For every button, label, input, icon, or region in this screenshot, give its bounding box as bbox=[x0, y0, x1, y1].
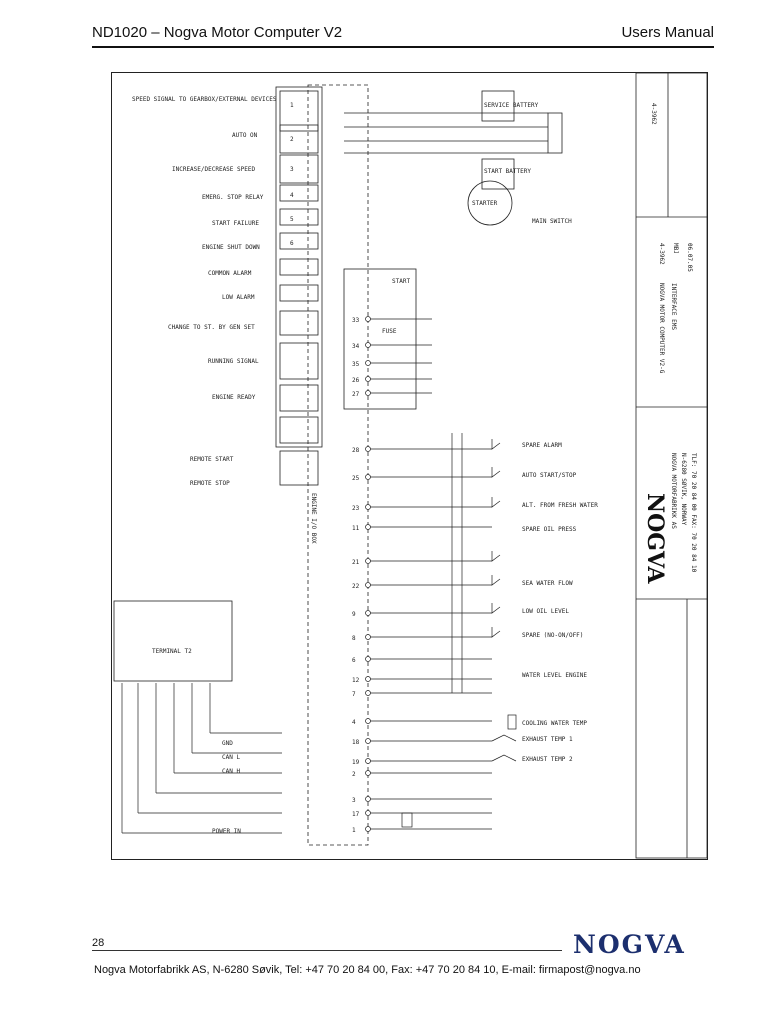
drawing-number: 4-3962 bbox=[650, 103, 657, 125]
box-label: START bbox=[392, 278, 410, 285]
terminal-number: 11 bbox=[352, 525, 360, 532]
signal-label: START FAILURE bbox=[212, 220, 259, 227]
signal-label: EXHAUST TEMP 2 bbox=[522, 756, 573, 763]
terminal-number: 6 bbox=[352, 657, 356, 664]
drawing-date: 06.07.05 bbox=[686, 243, 693, 272]
terminal-number: 9 bbox=[352, 611, 356, 618]
terminal-number: 27 bbox=[352, 391, 360, 398]
terminal-number: 28 bbox=[352, 447, 360, 454]
terminal-number: 33 bbox=[352, 317, 360, 324]
signal-label: CAN L bbox=[222, 754, 240, 761]
terminal-number: 4 bbox=[352, 719, 356, 726]
terminal-number: 19 bbox=[352, 759, 360, 766]
document-title: ND1020 – Nogva Motor Computer V2 bbox=[92, 24, 343, 41]
signal-label: LOW OIL LEVEL bbox=[522, 608, 569, 615]
terminal-number: 21 bbox=[352, 559, 360, 566]
terminal-number: 34 bbox=[352, 343, 360, 350]
signal-label: ENGINE SHUT DOWN bbox=[202, 244, 260, 251]
signal-label: INCREASE/DECREASE SPEED bbox=[172, 166, 255, 173]
company-line-3: TLF: 70 20 84 00 FAX: 70 20 84 10 bbox=[690, 453, 697, 573]
signal-label: REMOTE START bbox=[190, 456, 234, 463]
signal-label: POWER IN bbox=[212, 828, 241, 835]
signal-label: EMERG. STOP RELAY bbox=[202, 194, 264, 201]
terminal-number: 7 bbox=[352, 691, 356, 698]
terminal-number: 35 bbox=[352, 361, 360, 368]
signal-label: EXHAUST TEMP 1 bbox=[522, 736, 573, 743]
signal-label: LOW ALARM bbox=[222, 294, 255, 301]
signal-label: REMOTE STOP bbox=[190, 480, 230, 487]
box-label: START BATTERY bbox=[484, 168, 531, 175]
box-label: STARTER bbox=[472, 200, 498, 207]
signal-label: SEA WATER FLOW bbox=[522, 580, 573, 587]
relay-number: 2 bbox=[290, 136, 294, 143]
page-number: 28 bbox=[92, 937, 105, 949]
nogva-logo: NOGVA bbox=[573, 930, 686, 959]
footer-contact: Nogva Motorfabrikk AS, N-6280 Søvik, Tel… bbox=[94, 964, 641, 976]
wiring-diagram: SPEED SIGNAL TO GEARBOX/EXTERNAL DEVICES… bbox=[111, 72, 708, 860]
signal-label: SPEED SIGNAL TO GEARBOX/EXTERNAL DEVICES bbox=[132, 96, 277, 103]
signal-label: CHANGE TO ST. BY GEN SET bbox=[168, 324, 255, 331]
signal-label: AUTO ON bbox=[232, 132, 258, 139]
page-header: ND1020 – Nogva Motor Computer V2 Users M… bbox=[92, 24, 714, 48]
terminal-number: 22 bbox=[352, 583, 360, 590]
signal-label: AUTO START/STOP bbox=[522, 472, 577, 479]
box-label: SERVICE BATTERY bbox=[484, 102, 539, 109]
terminal-number: 3 bbox=[352, 797, 356, 804]
schematic-drawing: SPEED SIGNAL TO GEARBOX/EXTERNAL DEVICES… bbox=[113, 73, 707, 859]
company-line-1: NOGVA MOTORFABRIKK AS bbox=[670, 453, 677, 529]
drawing-title-line-1: NOGVA MOTOR COMPUTER V2-G bbox=[658, 283, 665, 374]
signal-label: WATER LEVEL ENGINE bbox=[522, 672, 587, 679]
terminal-number: 12 bbox=[352, 677, 360, 684]
relay-number: 3 bbox=[290, 166, 294, 173]
terminal-number: 2 bbox=[352, 771, 356, 778]
drawing-logo: NOGVA bbox=[642, 493, 668, 584]
signal-label: GND bbox=[222, 740, 233, 747]
signal-label: CAN H bbox=[222, 768, 240, 775]
signal-label: ENGINE READY bbox=[212, 394, 256, 401]
terminal-number: 25 bbox=[352, 475, 360, 482]
signal-label: ALT. FROM FRESH WATER bbox=[522, 502, 598, 509]
terminal-number: 17 bbox=[352, 811, 360, 818]
drawing-title-line-2: INTERFACE EMS bbox=[670, 283, 677, 330]
box-label: FUSE bbox=[382, 328, 397, 335]
relay-number: 1 bbox=[290, 102, 294, 109]
signal-label: COOLING WATER TEMP bbox=[522, 720, 587, 727]
section-title: Users Manual bbox=[621, 24, 714, 41]
terminal-number: 1 bbox=[352, 827, 356, 834]
signal-label: SPARE OIL PRESS bbox=[522, 526, 577, 533]
terminal-number: 23 bbox=[352, 505, 360, 512]
signal-label: COMMON ALARM bbox=[208, 270, 252, 277]
relay-number: 4 bbox=[290, 192, 294, 199]
drawing-number-2: 4-3962 bbox=[658, 243, 665, 265]
box-label: TERMINAL T2 bbox=[152, 648, 192, 655]
drawn-by: MBJ bbox=[672, 243, 679, 254]
terminal-number: 26 bbox=[352, 377, 360, 384]
signal-label: RUNNING SIGNAL bbox=[208, 358, 259, 365]
terminal-number: 18 bbox=[352, 739, 360, 746]
terminal-number: 8 bbox=[352, 635, 356, 642]
relay-number: 6 bbox=[290, 240, 294, 247]
company-line-2: N-6280 SØVIK, NORWAY bbox=[680, 453, 687, 526]
relay-number: 5 bbox=[290, 216, 294, 223]
box-label: ENGINE I/O BOX bbox=[310, 493, 317, 544]
footer-rule bbox=[92, 950, 562, 951]
signal-label: SPARE ALARM bbox=[522, 442, 562, 449]
box-label: MAIN SWITCH bbox=[532, 218, 572, 225]
signal-label: SPARE (NO-ON/OFF) bbox=[522, 632, 583, 639]
